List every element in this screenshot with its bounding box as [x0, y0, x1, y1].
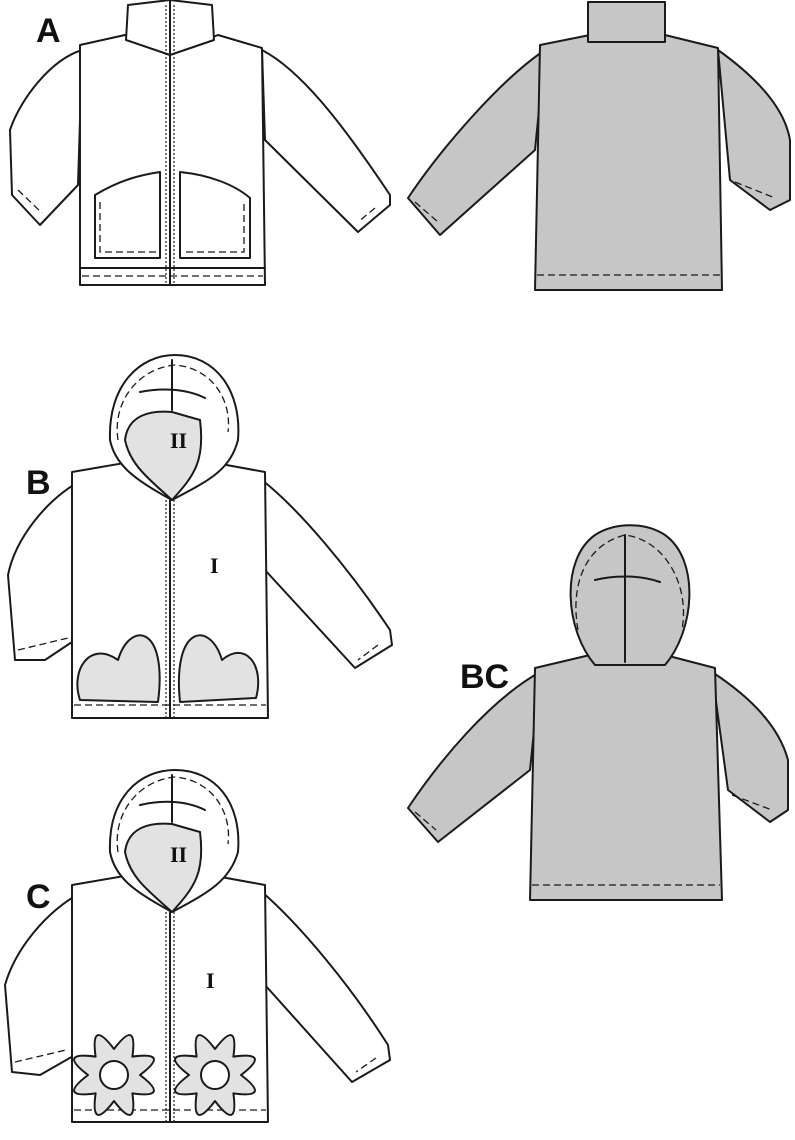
left-sleeve [9, 49, 83, 226]
panel-mark-c-hood: II [170, 842, 188, 867]
view-a-front [9, 0, 391, 286]
panel-mark-c-front: I [206, 968, 215, 993]
flower-center-right [200, 1060, 230, 1090]
kangaroo-pocket [94, 171, 161, 259]
view-label-c: C [26, 878, 51, 916]
heart-pocket-left [76, 634, 161, 703]
view-bc-back [407, 524, 789, 901]
view-b-front [7, 354, 393, 719]
panel-mark-b-hood: II [170, 428, 188, 453]
view-label-a: A [36, 12, 61, 50]
heart-pocket-right [177, 634, 260, 703]
right-sleeve [261, 49, 391, 233]
view-c-front [4, 769, 391, 1123]
hood-back [569, 524, 691, 666]
view-label-b: B [26, 464, 51, 502]
view-a-back [407, 1, 791, 291]
flower-center-left [99, 1060, 129, 1090]
view-label-bc: BC [460, 658, 510, 696]
panel-mark-b-front: I [210, 553, 219, 578]
